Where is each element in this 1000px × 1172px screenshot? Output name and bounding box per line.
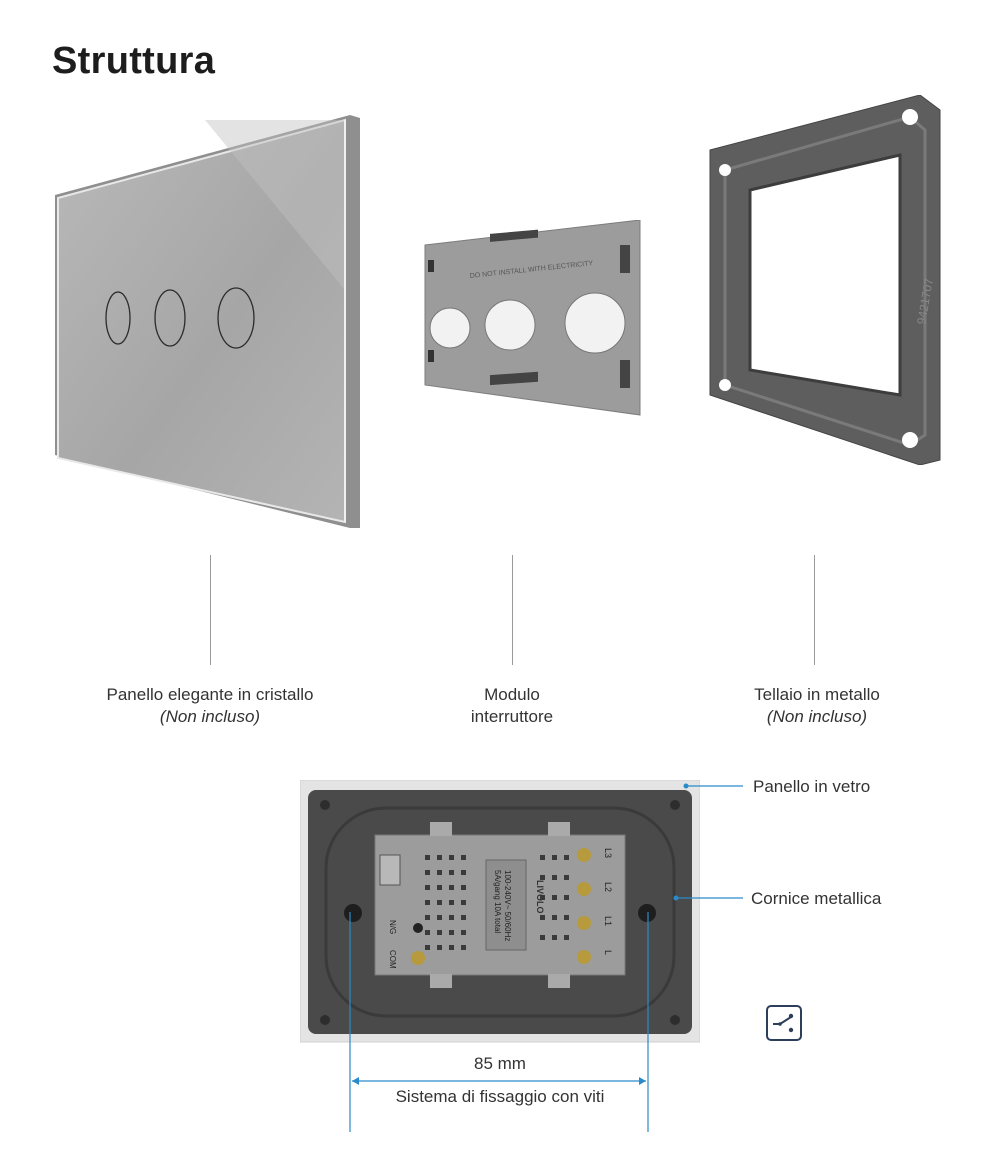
module-hole-1 [429,307,471,349]
fixing-system-label: Sistema di fissaggio con viti [395,1087,605,1106]
label-glass-panel: Panello in vetro [753,777,871,796]
switch-module-image: DO NOT INSTALL WITH ELECTRICITY [424,220,641,416]
caption-switch-module-label: Modulo [484,685,540,704]
terminal-ne: N/G [388,920,397,934]
label-metal-frame: Cornice metallica [751,889,882,908]
module-rating-text: 100-240V~ 50/60Hz [503,870,512,941]
terminal-l: L [603,950,613,955]
back-view-image: 100-240V~ 50/60Hz 5A/gang 10A total LIVO… [300,780,700,1043]
glass-panel-image [55,115,360,528]
module-brand-text: LIVOLO [535,880,545,914]
module-hole-3 [564,292,626,354]
leader-line-frame [814,555,815,665]
dimension-label: 85 mm [474,1054,526,1073]
module-load-text: 5A/gang 10A total [493,870,502,933]
caption-glass-panel: Panello elegante in cristallo (Non inclu… [80,684,340,728]
caption-glass-panel-note: (Non incluso) [159,707,261,726]
caption-glass-panel-label: Panello elegante in cristallo [106,685,314,704]
caption-switch-module-label2: interruttore [470,707,554,726]
terminal-com: COM [388,950,397,969]
touch-button-2 [154,289,186,347]
leader-line-glass [210,555,211,665]
touch-button-1 [105,291,131,345]
terminal-l3: L3 [603,848,613,858]
terminal-l2: L2 [603,882,613,892]
caption-metal-frame-label: Tellaio in metallo [754,685,880,704]
caption-switch-module: Modulo interruttore [382,684,642,728]
module-hole-2 [484,299,536,351]
leader-line-module [512,555,513,665]
page-title: Struttura [52,40,216,82]
metal-frame-image: 9421707 [709,95,941,465]
touch-button-3 [217,287,255,349]
two-way-switch-icon [766,1005,802,1041]
caption-metal-frame: Tellaio in metallo (Non incluso) [687,684,947,728]
terminal-l1: L1 [603,916,613,926]
caption-metal-frame-note: (Non incluso) [766,707,868,726]
